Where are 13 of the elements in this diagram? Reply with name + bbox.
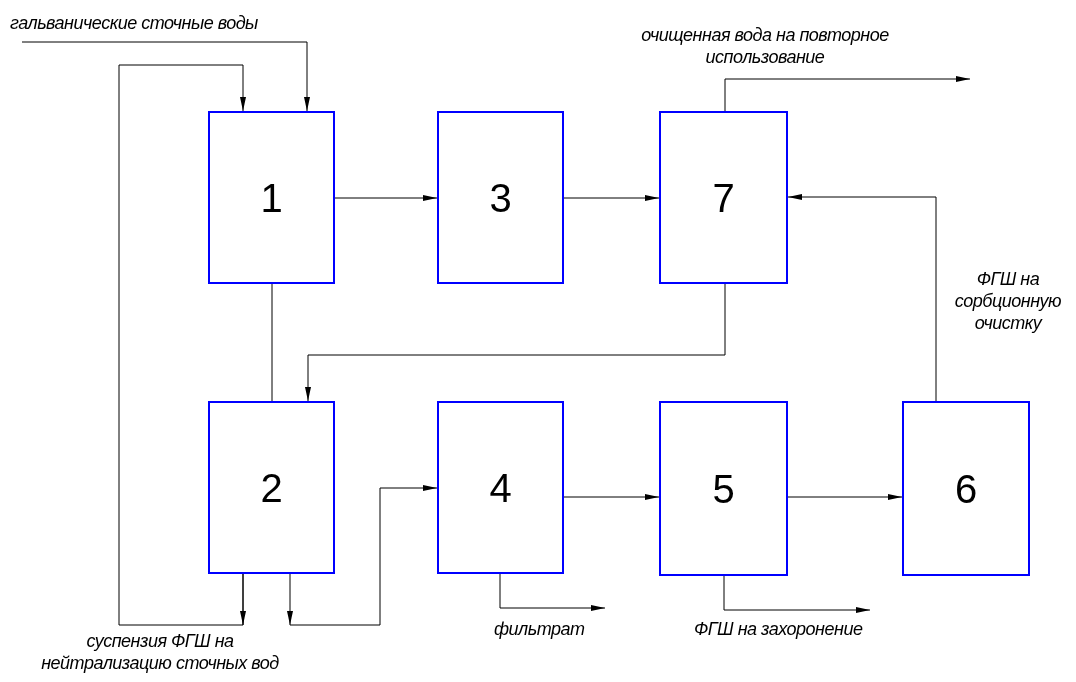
process-box: 7 [659, 111, 788, 284]
edge-label: очищенная вода на повторное использование [640, 24, 890, 68]
process-box: 6 [902, 401, 1030, 576]
process-box: 4 [437, 401, 564, 574]
edge-label: фильтрат [494, 618, 584, 640]
process-box: 1 [208, 111, 335, 284]
edge-label: ФГШ на захоронение [694, 618, 864, 640]
edge-label: суспензия ФГШ на нейтрализацию сточных вод [40, 630, 280, 674]
process-box: 2 [208, 401, 335, 574]
process-box: 5 [659, 401, 788, 576]
edge-label: гальванические сточные воды [10, 12, 259, 34]
edge-label: ФГШ на сорбционную очистку [953, 268, 1063, 334]
process-box: 3 [437, 111, 564, 284]
